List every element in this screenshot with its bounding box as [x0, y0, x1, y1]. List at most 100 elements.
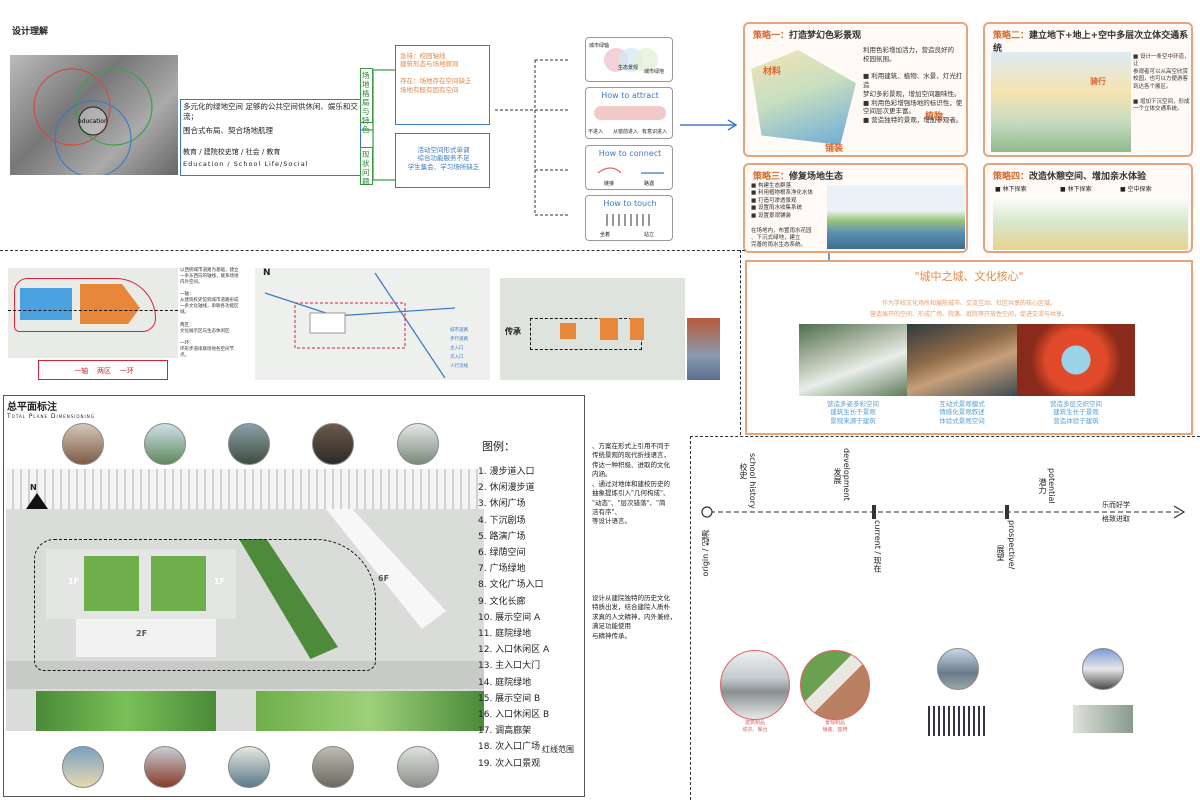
- strategy-3-image: [827, 185, 965, 249]
- timeline-caption-2: 景观制品 铺装、座椅: [822, 720, 848, 733]
- master-plan-title-en: Total Plane Dimensioning: [7, 413, 95, 420]
- design-text-1: 、方案在形式上引用不同于 传统景观的现代折线语言， 传达一种积极、进取的文化 内…: [592, 442, 670, 526]
- touch-label-2: 站立: [644, 232, 655, 238]
- plan-photo-10: [397, 746, 439, 788]
- strategy-4-image: [993, 195, 1188, 250]
- connect-figure: [597, 167, 664, 174]
- master-plan-frame: 总平面标注 Total Plane Dimensioning 1F 1F 2F …: [3, 395, 585, 797]
- howto-top-card: 城市绿轴 生态景观 城市绿地: [585, 37, 673, 82]
- timeline-potential-cn: 潜力: [1038, 478, 1047, 494]
- strategy-2-image: [991, 52, 1131, 152]
- strategy-2-bullets: ■ 设计一条空中环道，让 参观者可以从高空欣赏 校园，也可以方便游客 到达各个展…: [1133, 54, 1190, 112]
- road-lines: [264, 272, 456, 379]
- divider-top: [0, 250, 745, 251]
- legend-item: 3. 休闲广场: [478, 499, 526, 510]
- timeline-facade: [928, 706, 988, 736]
- tag-current-issues: 现状问题: [360, 147, 373, 186]
- orange-info-box: 急待：校园轴线 建筑形态与场地原则 存在：场地存在空间缺乏 场地有既有固有空间: [395, 45, 490, 125]
- inherit-block-3: [630, 318, 644, 340]
- strategy-3-card: 策略三：修复场地生态 ■ 构建生态群落 ■ 利用植物根系净化水体 ■ 打造可渗透…: [743, 163, 968, 253]
- dashed-connector: [495, 59, 570, 216]
- strategy-4-label-2: ■ 林下探索: [1060, 186, 1092, 193]
- strategy-1-card: 策略一：打造梦幻色彩景观 材料 铺装 植物 利用色彩增加活力，营造良好的 校园氛…: [743, 22, 968, 157]
- inherit-label: 传承: [505, 327, 521, 336]
- core-card: "城中之城、文化核心" 作为学校文化场所和展陈城市、交流互动、社区共享的核心区域…: [745, 260, 1193, 435]
- axis-line: [8, 310, 178, 311]
- attract-label-1: 不进入: [588, 129, 604, 135]
- timeline-development: development: [842, 448, 851, 501]
- legend-item: 6. 绿荫空间: [478, 548, 526, 559]
- timeline-origin: origin / 起源: [701, 530, 710, 577]
- howto-connect-title: How to connect: [598, 149, 662, 158]
- legend-item: 13. 主入口大门: [478, 661, 541, 672]
- howto-attract-card: How to attract 不进入 从窗前进入 有意识进入: [585, 87, 673, 139]
- plan-photo-5: [397, 423, 439, 465]
- legend-item: 18. 次入口广场: [478, 742, 541, 753]
- howto-top-venn: [604, 48, 658, 72]
- timeline-school-history-cn: 校史: [739, 463, 748, 479]
- timeline-photo-2: [800, 650, 870, 720]
- connect-label-2: 路遇: [644, 181, 655, 187]
- legend-item: 11. 庭院绿地: [478, 629, 532, 640]
- legend-item: 4. 下沉剧场: [478, 515, 526, 526]
- strategy-2-title: 策略二：建立地下+地上+空中多层次立体交通系统: [993, 31, 1189, 54]
- strategy-3-bullets: ■ 构建生态群落 ■ 利用植物根系净化水体 ■ 打造可渗透景观 ■ 设置雨水收集…: [751, 183, 813, 249]
- orange-info-text: 急待：校园轴线 建筑形态与场地原则 存在：场地存在空间缺乏 场地有既有固有空间: [400, 52, 472, 94]
- strategy-4-card: 策略四：改造休憩空间、增加亲水体验 ■ 林下探索 ■ 林下探索 ■ 空中探索: [983, 163, 1193, 253]
- timeline-caption-1: 建筑制品 成衣、餐台: [742, 720, 768, 733]
- strategy-2-label-cycling: 骑行: [1090, 77, 1106, 86]
- plan-image: 1F 1F 2F 6F N: [6, 469, 484, 731]
- howto-connect-card: How to connect 链接 路遇: [585, 145, 673, 190]
- legend-item: 9. 文化长廊: [478, 596, 526, 607]
- connect-label-1: 链接: [604, 181, 615, 187]
- timeline-potential: potential: [1047, 468, 1056, 504]
- design-understanding-title: 设计理解: [12, 27, 49, 37]
- summary-box: 多元化的绿地空间 足够的公共空间供休闲、娱乐和交流； 围合式布局、契合场地肌理 …: [180, 99, 361, 176]
- core-captions-1: 营造多姿多彩空间建筑生长于景观景观来源于建筑: [827, 400, 879, 425]
- divider-timeline-top: [690, 436, 1200, 437]
- road-legend: 城市道路步行道路主入口次入口人行流线: [450, 328, 468, 369]
- core-photo-3: [1017, 324, 1135, 396]
- summary-line-1: 多元化的绿地空间 足够的公共空间供休闲、娱乐和交流；: [183, 102, 358, 121]
- timeline-end-2: 格致进取: [1102, 515, 1130, 523]
- core-photo-2: [907, 324, 1017, 396]
- tag-current-issues-text: 现状问题: [362, 150, 370, 186]
- howto-attract-title: How to attract: [601, 91, 659, 100]
- tag-site-features-text: 场地格局与特色: [362, 71, 370, 134]
- timeline-current: current / 现在: [873, 520, 882, 573]
- strategy-1-bullets: 利用色彩增加活力，营造良好的 校园氛围。 ■ 利用建筑、植物、水景、灯光打造 梦…: [863, 46, 963, 125]
- plan-floor-2f: 2F: [136, 629, 148, 638]
- keywords: 教育 / 建院校史馆 / 社会 / 教育: [183, 148, 281, 156]
- plan-photo-4: [312, 423, 354, 465]
- collage-center-label: education: [78, 118, 108, 125]
- plan-photo-3: [228, 423, 270, 465]
- attract-label-3: 有意识进入: [642, 129, 668, 135]
- timeline-axis: [701, 505, 1186, 519]
- plan-photo-6: [62, 746, 104, 788]
- plan-floor-1f-b: 1F: [214, 577, 226, 586]
- plan-red-line: [34, 539, 376, 671]
- legend-red-line: 红线范围: [542, 745, 574, 754]
- legend-item: 2. 休闲漫步道: [478, 483, 535, 494]
- timeline-development-cn: 发展: [833, 468, 842, 484]
- howto-top-label-2: 生态景观: [618, 65, 639, 71]
- plan-building-2f: [76, 619, 216, 657]
- legend-item: 7. 广场绿地: [478, 564, 526, 575]
- strategy-3-title: 策略三：修复场地生态: [753, 172, 844, 182]
- howto-touch-title: How to touch: [603, 199, 657, 208]
- legend-item: 19. 次入口景观: [478, 758, 541, 769]
- strategy-1-label-paving: 铺装: [825, 144, 844, 154]
- divider-right-vertical: [740, 250, 741, 435]
- strategy-4-label-3: ■ 空中探索: [1120, 186, 1152, 193]
- plan-floor-6f: 6F: [378, 574, 390, 583]
- core-title: "城中之城、文化核心": [914, 270, 1024, 283]
- howto-top-label-1: 城市绿轴: [589, 43, 610, 49]
- attract-figure: [594, 106, 666, 120]
- master-plan-title: 总平面标注: [7, 402, 57, 413]
- theme-collage: education: [10, 55, 178, 175]
- attract-label-2: 从窗前进入: [613, 129, 639, 135]
- strategy-4-label-1: ■ 林下探索: [995, 186, 1027, 193]
- design-text-2: 设计从建院独特的历史文化 特质出发，结合建院人质朴 求真的人文精神，内外兼修， …: [592, 594, 677, 640]
- touch-figure: [606, 214, 654, 226]
